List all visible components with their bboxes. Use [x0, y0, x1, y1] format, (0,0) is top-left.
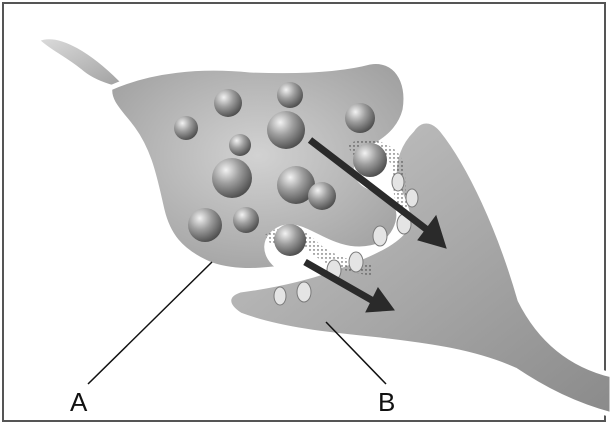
- label-a: A: [70, 389, 87, 415]
- label-b: B: [378, 389, 395, 415]
- leader-line-a: [88, 262, 212, 384]
